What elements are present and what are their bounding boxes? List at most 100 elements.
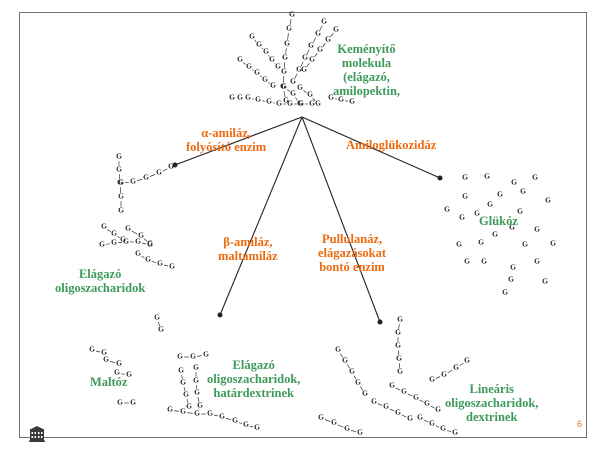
pullulanase-label: Pullulanáz, elágazásokat bontó enzim <box>318 232 387 274</box>
starch-glucose-unit: G <box>286 24 292 33</box>
free-glucose-unit: G <box>509 223 515 232</box>
dextrin-unit: G <box>219 412 225 421</box>
glycosidic-bond <box>306 63 310 67</box>
glycosidic-bond <box>238 422 243 424</box>
glycosidic-bond <box>377 403 383 406</box>
glycosidic-bond <box>346 364 351 369</box>
glycosidic-bond <box>213 414 219 417</box>
beta-amylase-label: β-amiláz, maltamiláz <box>218 235 278 263</box>
glycosidic-bond <box>268 55 270 57</box>
starch-glucose-unit: G <box>328 93 334 102</box>
oligo-glucose-unit: G <box>138 231 144 240</box>
free-glucose-unit: G <box>484 172 490 181</box>
linear-unit: G <box>357 428 363 437</box>
starch-glucose-unit: G <box>290 89 296 98</box>
maltose-unit: G <box>116 359 122 368</box>
arrow-alpha-amylase <box>174 116 303 166</box>
starch-glucose-unit: G <box>283 96 289 105</box>
glycosidic-bond <box>289 19 292 25</box>
oligo-glucose-unit: G <box>125 224 131 233</box>
glycosidic-bond <box>162 168 168 172</box>
oligo-glucose-unit: G <box>168 162 174 171</box>
arrows <box>172 116 443 325</box>
linear-unit: G <box>407 414 413 423</box>
starch-glucose-unit: G <box>280 82 286 91</box>
starch-glucose-unit: G <box>349 97 355 106</box>
glycosidic-bond <box>141 255 145 259</box>
glycosidic-bond <box>225 417 232 421</box>
starch-glucose-unit: G <box>269 55 275 64</box>
maltose-unit: G <box>89 345 95 354</box>
starch-glucose-unit: G <box>229 93 235 102</box>
starch-glucose-unit: G <box>237 93 243 102</box>
starch-glucose-unit: G <box>321 17 327 26</box>
glucose-bonds <box>95 19 464 433</box>
linear-unit: G <box>395 328 401 337</box>
free-glucose-unit: G <box>462 173 468 182</box>
glycosidic-bond <box>151 260 157 264</box>
linear-oligosaccharides-label: Lineáris oligoszacharidok, dextrinek <box>445 382 539 424</box>
starch-glucose-unit: G <box>281 82 287 91</box>
linear-unit: G <box>362 389 368 398</box>
linear-unit: G <box>349 367 355 376</box>
glycosidic-bond <box>395 387 401 391</box>
dextrin-unit: G <box>194 388 200 397</box>
glycosidic-bond <box>389 408 395 412</box>
glycosidic-bond <box>95 350 101 353</box>
starch-glucose-unit: G <box>262 75 268 84</box>
dextrin-unit: G <box>193 363 199 372</box>
glycosidic-bond <box>157 321 161 327</box>
starch-glucose-unit: G <box>302 53 308 62</box>
oligo-glucose-unit: G <box>130 177 136 186</box>
oligo-glucose-unit: G <box>147 240 153 249</box>
page-number: 6 <box>577 419 583 429</box>
dextrin-unit: G <box>186 402 192 411</box>
glycosidic-bond <box>283 91 286 97</box>
linear-unit: G <box>395 408 401 417</box>
branched-oligosaccharides-label: Elágazó oligoszacharidok <box>55 267 146 295</box>
linear-unit: G <box>424 399 430 408</box>
linear-unit: G <box>397 367 403 376</box>
glycosidic-bond <box>337 424 344 428</box>
free-glucose-unit: G <box>497 190 503 199</box>
free-glucose-unit: G <box>520 187 526 196</box>
oligo-glucose-unit: G <box>157 259 163 268</box>
glycosidic-bond <box>174 410 179 412</box>
starch-glucose-unit: G <box>289 10 295 19</box>
dextrin-unit: G <box>158 325 164 334</box>
glycosidic-bond <box>339 353 344 358</box>
glycosidic-bond <box>447 369 453 374</box>
dextrin-unit: G <box>178 366 184 375</box>
dextrin-unit: G <box>190 352 196 361</box>
starch-glucose-unit: G <box>284 39 290 48</box>
free-glucose-unit: G <box>542 277 548 286</box>
linear-unit: G <box>355 378 361 387</box>
glycosidic-bond <box>274 62 276 65</box>
linear-unit: G <box>383 402 389 411</box>
glycosidic-bond <box>117 236 120 238</box>
dextrin-unit: G <box>207 409 213 418</box>
glycosidic-bond <box>435 376 441 379</box>
glycosidic-bond <box>106 243 110 245</box>
maltose-unit: G <box>130 398 136 407</box>
glycosidic-bond <box>398 324 400 329</box>
linear-unit: G <box>417 413 423 422</box>
linear-unit: G <box>342 356 348 365</box>
free-glucose-unit: G <box>508 275 514 284</box>
starch-glucose-unit: G <box>315 99 321 108</box>
starch-glucose-unit: G <box>317 45 323 54</box>
oligo-glucose-unit: G <box>120 235 126 244</box>
starch-glucose-unit: G <box>309 99 315 108</box>
oligo-glucose-unit: G <box>143 173 149 182</box>
free-glucose-unit: G <box>444 205 450 214</box>
starch-glucose-unit: G <box>309 55 315 64</box>
oligo-glucose-unit: G <box>135 237 141 246</box>
glycosidic-bond <box>324 419 331 422</box>
glycosidic-bond <box>287 33 289 40</box>
free-glucose-unit: G <box>510 263 516 272</box>
glycosidic-bond <box>353 375 357 380</box>
free-glucose-unit: G <box>545 196 551 205</box>
dextrin-unit: G <box>154 313 160 322</box>
starch-glucose-unit: G <box>307 90 313 99</box>
